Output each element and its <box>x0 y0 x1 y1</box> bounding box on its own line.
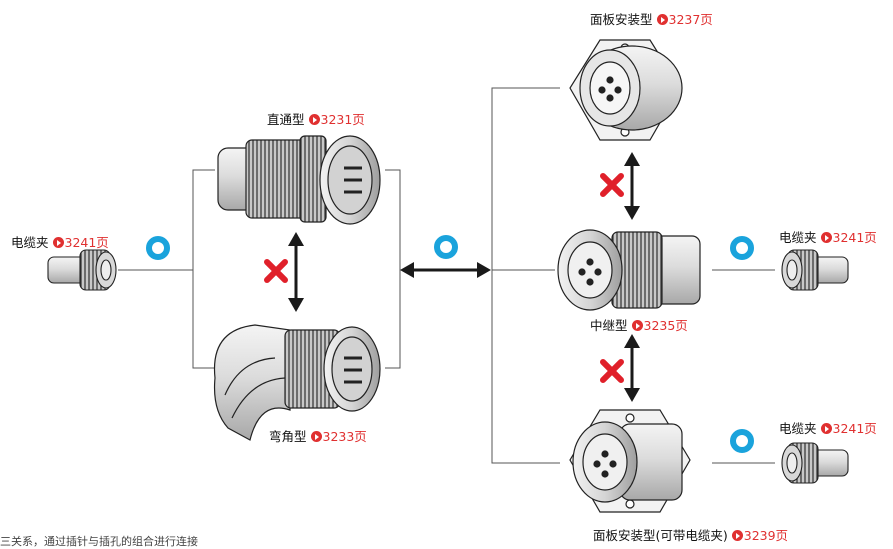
connection-lines <box>118 87 775 464</box>
label-cable-clamp-right-bottom-ref[interactable]: 3241页 <box>820 421 877 436</box>
panel-mount-clamp-connector-icon <box>569 409 691 513</box>
footnote: 三关系，通过插针与插孔的组合进行连接 <box>0 535 198 548</box>
cable-clamp-right-bottom-icon <box>781 442 849 484</box>
label-panel-mount: 面板安装型 3237页 <box>590 12 713 28</box>
page-ref-icon <box>308 114 320 125</box>
elbow-connector-icon <box>213 324 381 441</box>
label-straight-ref[interactable]: 3231页 <box>308 112 365 127</box>
label-panel-mount-clamp: 面板安装型(可带电缆夹) 3239页 <box>593 528 788 544</box>
label-cable-clamp-right-bottom-name: 电缆夹 <box>779 421 817 436</box>
label-panel-mount-name: 面板安装型 <box>590 12 653 27</box>
label-panel-mount-clamp-ref[interactable]: 3239页 <box>731 528 788 543</box>
label-elbow-name: 弯角型 <box>269 429 307 444</box>
label-cable-clamp-left-ref[interactable]: 3241页 <box>52 235 109 250</box>
label-cable-clamp-right-top-name: 电缆夹 <box>779 230 817 245</box>
panel-mount-connector-icon <box>569 39 683 141</box>
page-ref-icon <box>656 14 668 25</box>
page-ref-icon <box>310 431 322 442</box>
page-ref-icon <box>731 530 743 541</box>
label-panel-mount-ref[interactable]: 3237页 <box>656 12 713 27</box>
incompatible-cross-icon <box>264 173 624 383</box>
page-ref-icon <box>631 320 643 331</box>
relay-connector-icon <box>557 229 701 311</box>
label-relay-ref[interactable]: 3235页 <box>631 318 688 333</box>
page-ref-icon <box>820 232 832 243</box>
label-relay: 中继型 3235页 <box>590 318 688 334</box>
label-cable-clamp-right-bottom: 电缆夹 3241页 <box>779 421 877 437</box>
compatible-circle-icon <box>146 235 754 453</box>
straight-connector-icon <box>217 135 381 225</box>
double-arrow-icon <box>288 152 640 402</box>
label-cable-clamp-right-top: 电缆夹 3241页 <box>779 230 877 246</box>
label-cable-clamp-left-name: 电缆夹 <box>11 235 49 250</box>
page-ref-icon <box>52 237 64 248</box>
label-elbow-ref[interactable]: 3233页 <box>310 429 367 444</box>
cable-clamp-right-top-icon <box>781 249 849 291</box>
label-relay-name: 中继型 <box>590 318 628 333</box>
label-cable-clamp-left: 电缆夹 3241页 <box>11 235 109 251</box>
cable-clamp-left-icon <box>47 249 117 291</box>
page-ref-icon <box>820 423 832 434</box>
label-panel-mount-clamp-name: 面板安装型(可带电缆夹) <box>593 528 728 543</box>
label-straight: 直通型 3231页 <box>267 112 365 128</box>
label-elbow: 弯角型 3233页 <box>269 429 367 445</box>
label-cable-clamp-right-top-ref[interactable]: 3241页 <box>820 230 877 245</box>
label-straight-name: 直通型 <box>267 112 305 127</box>
